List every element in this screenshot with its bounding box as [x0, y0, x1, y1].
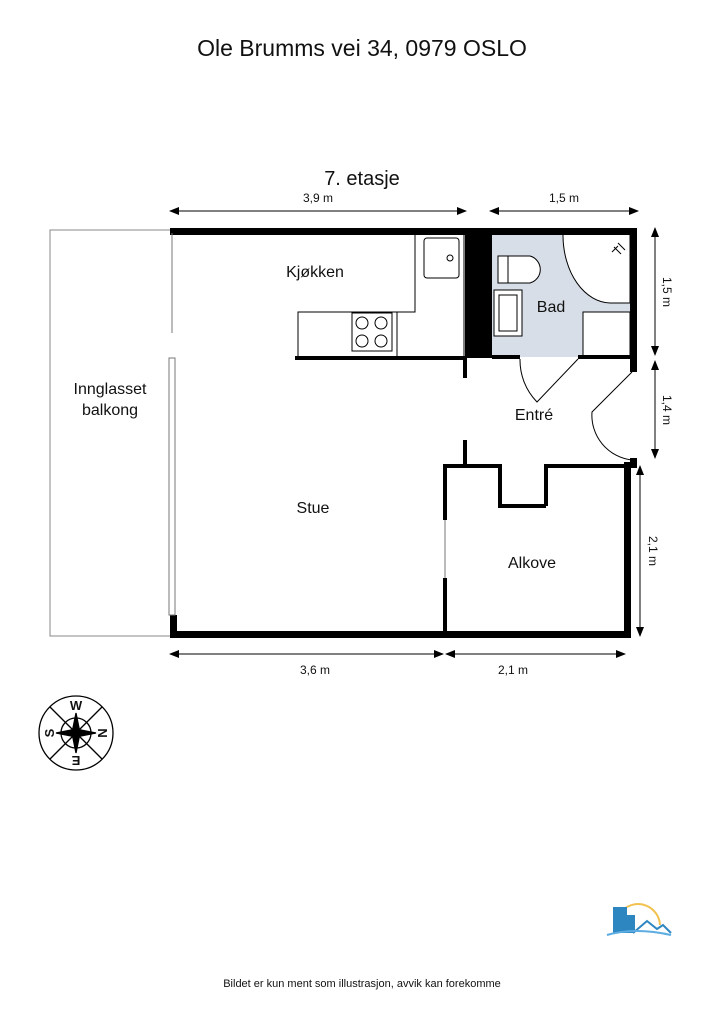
compass-s: S: [42, 728, 57, 737]
floor-label: 7. etasje: [324, 168, 400, 190]
room-entry: Entré: [515, 407, 553, 424]
room-bath: Bad: [537, 299, 565, 316]
room-alcove: Alkove: [508, 555, 556, 572]
kitchen-counter: [297, 235, 465, 358]
dim-top-right: 1,5 m: [549, 191, 579, 205]
company-logo: [606, 903, 672, 936]
dim-right-upper: 1,5 m: [660, 277, 674, 307]
balcony: [49, 229, 170, 637]
page-title: Ole Brumms vei 34, 0979 OSLO: [197, 35, 527, 61]
bath-cabinet: [582, 311, 631, 358]
dim-right-lower: 2,1 m: [646, 536, 660, 566]
walls: [170, 228, 637, 638]
compass-icon: W N E S: [38, 695, 114, 771]
dim-right-middle: 1,4 m: [660, 395, 674, 425]
bath-sink: [493, 289, 523, 337]
room-balcony-line1: Innglasset: [74, 381, 147, 398]
dim-bottom-right: 2,1 m: [498, 663, 528, 677]
disclaimer: Bildet er kun ment som illustrasjon, avv…: [223, 978, 501, 990]
compass-n: N: [95, 728, 110, 737]
compass-w: W: [70, 698, 83, 713]
room-kitchen: Kjøkken: [286, 264, 344, 281]
dim-top-left: 3,9 m: [303, 191, 333, 205]
dim-bottom-left: 3,6 m: [300, 663, 330, 677]
windows: [168, 233, 176, 616]
shower-head-icon: [611, 242, 626, 255]
doors: [519, 358, 633, 461]
toilet: [497, 255, 541, 284]
room-living: Stue: [297, 500, 330, 517]
compass-e: E: [71, 753, 80, 768]
room-balcony-line2: balkong: [82, 402, 138, 419]
dimension-lines: [169, 207, 659, 658]
